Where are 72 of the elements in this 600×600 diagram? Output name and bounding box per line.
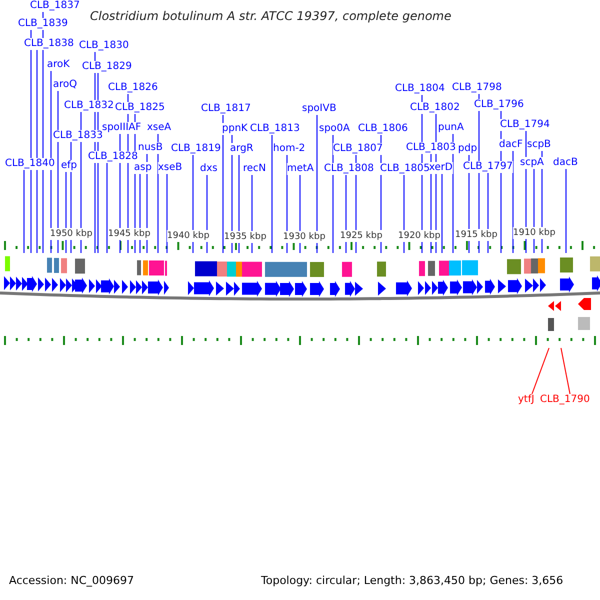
gene-label: CLB_1794 <box>500 119 550 131</box>
gene-label: scpB <box>527 139 551 151</box>
scale-label: 1910 kbp <box>513 227 556 239</box>
gene-label: CLB_1790 <box>540 394 590 406</box>
gene-label: CLB_1807 <box>333 143 383 155</box>
gene-label: CLB_1828 <box>88 151 138 163</box>
leader-line <box>238 154 240 254</box>
gene-label: CLB_1833 <box>53 130 103 142</box>
genome-stats-text: Topology: circular; Length: 3,863,450 bp; Genes: 3,656 <box>261 575 564 587</box>
gene-label: asp <box>134 162 152 174</box>
gene-label: CLB_1830 <box>79 40 129 52</box>
leader-line <box>30 30 32 254</box>
gene-label: CLB_1839 <box>18 18 68 30</box>
scale-label: 1925 kbp <box>340 230 382 242</box>
gene-label: scpA <box>520 157 544 169</box>
gene-label: spoIVB <box>302 103 336 115</box>
map-title: Clostridium botulinum A str. ATCC 19397, complete genome <box>90 10 452 22</box>
gene-label: CLB_1838 <box>24 38 74 50</box>
accession-text: Accession: NC_009697 <box>9 575 134 587</box>
gene-label: CLB_1798 <box>452 82 502 94</box>
gene-label: CLB_1804 <box>395 83 445 95</box>
leader-line <box>50 70 52 254</box>
leader-line <box>222 114 224 254</box>
gene-label: metA <box>287 163 314 175</box>
leader-line <box>36 50 38 254</box>
gene-label: CLB_1805 <box>380 163 430 175</box>
leader-line <box>560 348 570 394</box>
gene-label: CLB_1825 <box>115 102 165 114</box>
gene-label: CLB_1826 <box>108 82 158 94</box>
gene-label: pdp <box>458 143 478 155</box>
gene-label: efp <box>61 160 78 172</box>
gene-label: CLB_1817 <box>201 103 251 115</box>
leader-line <box>532 348 550 394</box>
leader-line <box>316 114 318 254</box>
leader-line <box>286 154 288 254</box>
gene-label: xerD <box>429 162 453 174</box>
gene-label: CLB_1802 <box>410 102 460 114</box>
leader-line <box>452 134 454 254</box>
gene-label: CLB_1819 <box>171 143 221 155</box>
gene-label: spoIIIAF <box>102 122 142 134</box>
gene-label: CLB_1837 <box>30 0 80 12</box>
leader-line <box>166 174 168 254</box>
gene-label: ppnK <box>222 123 248 135</box>
gene-label: argR <box>230 143 254 155</box>
gene-label: ytfJ <box>518 394 534 406</box>
scale-label: 1950 kbp <box>50 228 92 240</box>
gene-label: CLB_1829 <box>82 61 132 73</box>
scale-label: 1935 kbp <box>224 231 266 243</box>
gene-label: xseB <box>158 162 182 174</box>
gene-label: aroQ <box>53 79 78 91</box>
gene-label: CLB_1803 <box>406 142 456 154</box>
gene-label: CLB_1808 <box>324 163 374 175</box>
gene-label: dacF <box>499 139 523 151</box>
leader-line <box>512 150 514 254</box>
gene-label: CLB_1840 <box>5 158 55 170</box>
leader-line <box>192 154 194 254</box>
leader-line <box>106 162 108 254</box>
gene-label: punA <box>438 122 464 134</box>
gene-label: spo0A <box>319 123 350 135</box>
gene-label: CLB_1806 <box>358 123 408 135</box>
leader-line <box>332 134 334 254</box>
scale-label: 1945 kbp <box>108 228 150 240</box>
gene-label: CLB_1796 <box>474 99 524 111</box>
leader-line <box>70 142 72 254</box>
gene-label: nusB <box>138 142 163 154</box>
gene-label: CLB_1813 <box>250 123 300 135</box>
scale-label: 1930 kbp <box>283 231 326 243</box>
gene-label: CLB_1797 <box>463 161 513 173</box>
gene-label: CLB_1832 <box>64 100 114 112</box>
scale-label: 1915 kbp <box>455 229 498 241</box>
scale-label: 1940 kbp <box>167 230 210 242</box>
scale-label: 1920 kbp <box>398 230 440 242</box>
